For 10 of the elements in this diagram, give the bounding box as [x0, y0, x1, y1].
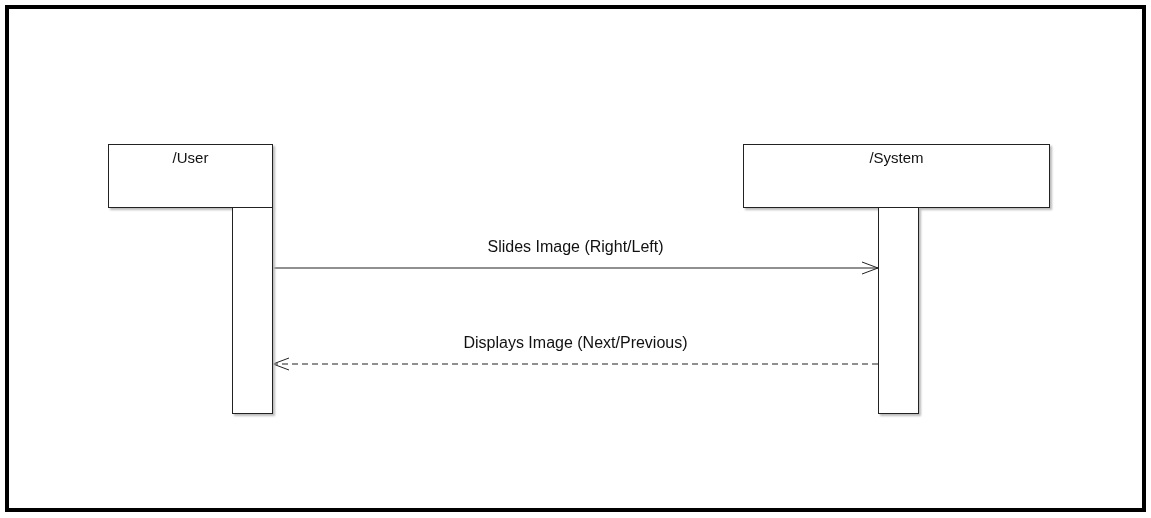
lifeline-name: /User	[171, 149, 210, 166]
lifeline-box	[743, 144, 1050, 208]
message-arrow	[272, 261, 879, 275]
lifeline-name: /System	[868, 149, 925, 166]
activation-bar	[878, 207, 919, 414]
lifeline-box	[108, 144, 273, 208]
message-label: Displays Image (Next/Previous)	[461, 334, 690, 352]
return-message-arrow	[272, 357, 879, 371]
activation-bar	[232, 207, 273, 414]
message-label: Slides Image (Right/Left)	[485, 238, 666, 256]
